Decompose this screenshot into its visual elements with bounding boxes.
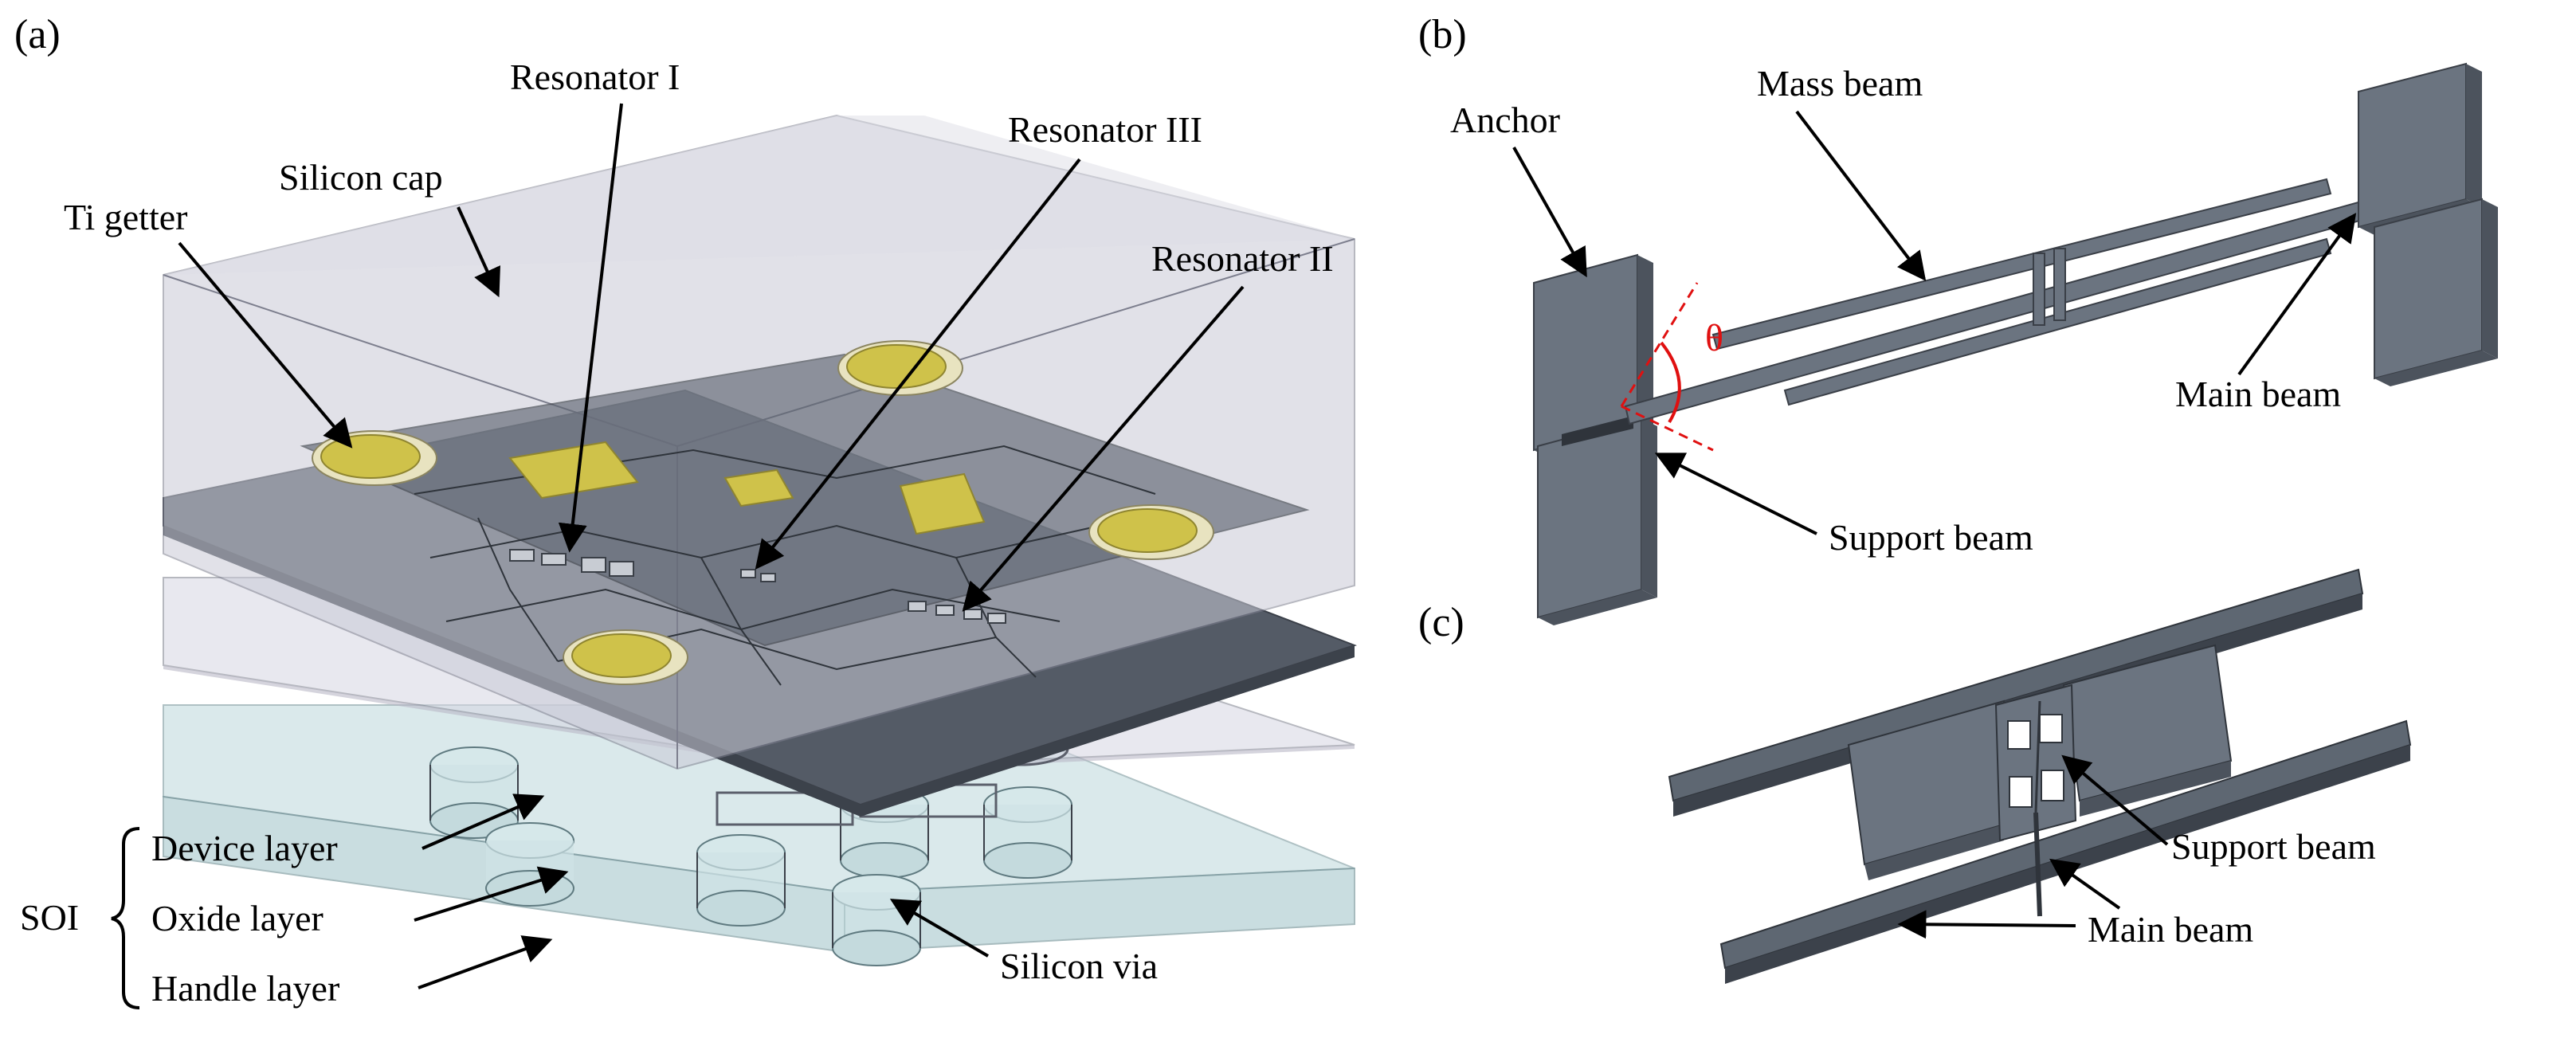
arrow-main-beam-b: [2237, 213, 2357, 376]
panel-c-tag: (c): [1418, 600, 1464, 645]
label-anchor: Anchor: [1450, 100, 1560, 140]
label-ti-getter: Ti getter: [64, 197, 187, 237]
label-main-beam-c: Main beam: [2088, 909, 2253, 950]
arrow-ti-getter: [178, 241, 353, 449]
silicon-cap: [163, 114, 1355, 770]
silicon-via: [832, 874, 921, 966]
label-resonator-1: Resonator I: [510, 57, 680, 97]
arrow-anchor: [1512, 147, 1587, 278]
contact-pad: [899, 472, 986, 535]
contact-pad: [723, 468, 794, 507]
label-mass-beam: Mass beam: [1757, 63, 1923, 104]
label-handle-layer: Handle layer: [151, 968, 339, 1009]
panel-a: (a): [14, 12, 1358, 1009]
arrow-resonator-3: [755, 158, 1081, 570]
label-silicon-cap: Silicon cap: [279, 157, 443, 198]
theta-angle-marker: θ: [1620, 282, 1723, 452]
label-silicon-via: Silicon via: [1000, 946, 1158, 986]
panel-b: (b): [1418, 12, 2498, 625]
arrow-support-beam-c: [2061, 754, 2169, 846]
soi-brace: [111, 827, 140, 1009]
arrow-handle-layer: [418, 935, 553, 989]
mass-beam-connector: [2033, 253, 2045, 326]
label-resonator-2: Resonator II: [1151, 238, 1334, 279]
mass-beam-connector: [2053, 248, 2066, 321]
label-oxide-layer: Oxide layer: [151, 898, 323, 938]
arrow-silicon-cap: [457, 206, 500, 298]
arrow-resonator-1: [558, 103, 623, 553]
label-support-beam-b: Support beam: [1829, 517, 2033, 558]
label-device-layer: Device layer: [151, 828, 338, 868]
silicon-via: [429, 746, 519, 839]
panel-a-tag: (a): [14, 12, 61, 57]
arrow-support-beam-b: [1654, 453, 1817, 535]
right-anchor: [2358, 62, 2498, 386]
silicon-via: [696, 834, 786, 927]
arrow-main-beam-c-2: [1897, 910, 2076, 939]
arrow-oxide-layer: [414, 866, 569, 922]
label-main-beam-b: Main beam: [2175, 374, 2341, 414]
arrow-resonator-2: [962, 285, 1245, 612]
label-support-beam-c: Support beam: [2171, 826, 2376, 867]
support-beam-stem: [2033, 812, 2042, 917]
label-resonator-3: Resonator III: [1008, 109, 1202, 150]
arrow-mass-beam: [1795, 110, 1927, 281]
silicon-via: [485, 822, 574, 907]
left-anchor: [1533, 253, 1657, 625]
mass-beam-lower: [1783, 237, 2332, 406]
arrow-main-beam-c-1: [2049, 858, 2121, 910]
panel-c: (c) Support beam Main beam: [1418, 568, 2412, 984]
silicon-vias: [429, 746, 1072, 966]
arrow-device-layer: [421, 793, 545, 850]
mass-beam-upper: [1711, 178, 2332, 351]
contact-pad: [508, 441, 639, 500]
label-soi: SOI: [20, 897, 79, 938]
panel-b-tag: (b): [1418, 12, 1467, 57]
arrow-silicon-via: [889, 899, 990, 958]
silicon-via: [983, 786, 1072, 879]
theta-symbol: θ: [1705, 317, 1723, 359]
ti-getters: [312, 340, 1214, 685]
